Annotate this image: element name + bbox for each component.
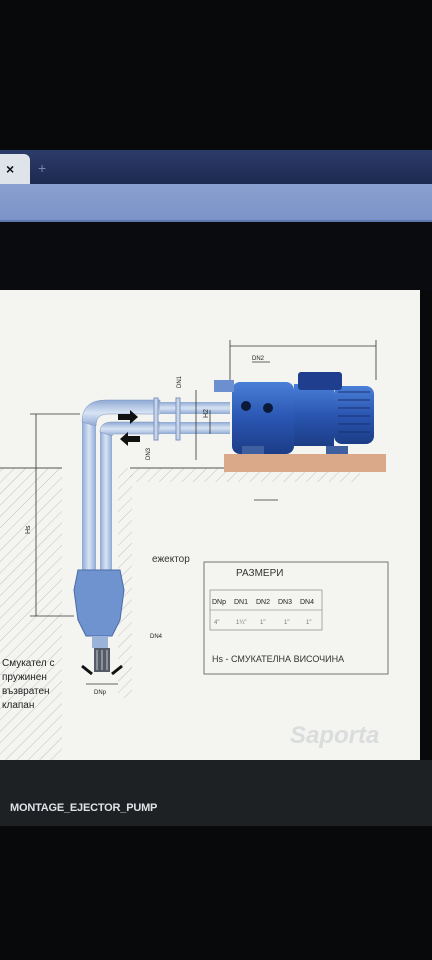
dimensions-title: РАЗМЕРИ [236, 568, 283, 579]
foot-valve-label-line4: клапан [2, 700, 34, 711]
table-cell: 1" [306, 620, 311, 626]
pipe-vertical-1 [82, 420, 96, 570]
pump-motor [334, 386, 374, 444]
foot-valve-label-line2: пружинен [2, 672, 47, 683]
ejector-pump-diagram: DN1 DN2 DN3 DN4 DNp H2 Hs ежектор РАЗМЕР… [0, 340, 389, 760]
dim-dn1-label: DN1 [177, 375, 183, 388]
table-cell: 4" [214, 620, 219, 626]
pipe-bend-lower [99, 421, 161, 437]
pipe-vertical-2 [100, 430, 112, 570]
ground-hatch-left [0, 468, 62, 760]
dim-hs-label: Hs [25, 525, 32, 534]
suction-arrow-right [111, 664, 123, 676]
dim-dn2-label: DN2 [252, 356, 265, 362]
dimension-lines [30, 340, 377, 685]
watermark: Saporta [290, 722, 380, 749]
table-header: DN3 [278, 599, 292, 606]
tab-bar: × + [0, 150, 432, 184]
flow-arrow-out [120, 432, 140, 446]
foot-valve-label-line1: Смукател с [2, 658, 54, 669]
table-header: DN2 [256, 599, 270, 606]
foot-valve-label-line3: възвратен [2, 686, 50, 697]
caption-bar: MONTAGE_EJECTOR_PUMP [0, 760, 432, 826]
image-viewer: DN1 DN2 DN3 DN4 DNp H2 Hs ежектор РАЗМЕР… [0, 290, 420, 760]
ejector-body [73, 569, 125, 637]
table-cell: 1" [260, 620, 265, 626]
dim-h2-label: H2 [203, 409, 210, 418]
ground-hatch-right [118, 468, 132, 698]
height-note: Hs - СМУКАТЕЛНА ВИСОЧИНА [212, 654, 344, 664]
pump-head [232, 382, 294, 454]
table-cell: 1" [284, 620, 289, 626]
browser-tab[interactable]: × [0, 154, 30, 184]
table-cell: 1¼" [236, 620, 246, 626]
table-header: DNp [212, 599, 226, 606]
dim-dn3-label: DN3 [146, 447, 152, 460]
close-tab-icon[interactable]: × [6, 161, 15, 177]
pump-base [224, 454, 386, 472]
flow-arrow-in [118, 410, 138, 424]
dark-background [0, 222, 432, 290]
pump [214, 372, 374, 454]
pipe-horizontal-2 [160, 422, 230, 434]
suction-arrow-left [81, 664, 93, 676]
dim-dnp-label: DNp [94, 690, 107, 696]
dim-dn4-label: DN4 [150, 634, 163, 640]
address-bar[interactable] [0, 184, 432, 222]
dimensions-box [203, 561, 389, 675]
table-header: DN1 [234, 599, 248, 606]
image-caption: MONTAGE_EJECTOR_PUMP [10, 802, 158, 814]
new-tab-icon[interactable]: + [38, 160, 47, 176]
pipe-horizontal-1 [160, 402, 230, 414]
dark-background-bottom [0, 826, 432, 960]
table-header: DN4 [300, 599, 314, 606]
ejector-label: ежектор [152, 554, 190, 565]
